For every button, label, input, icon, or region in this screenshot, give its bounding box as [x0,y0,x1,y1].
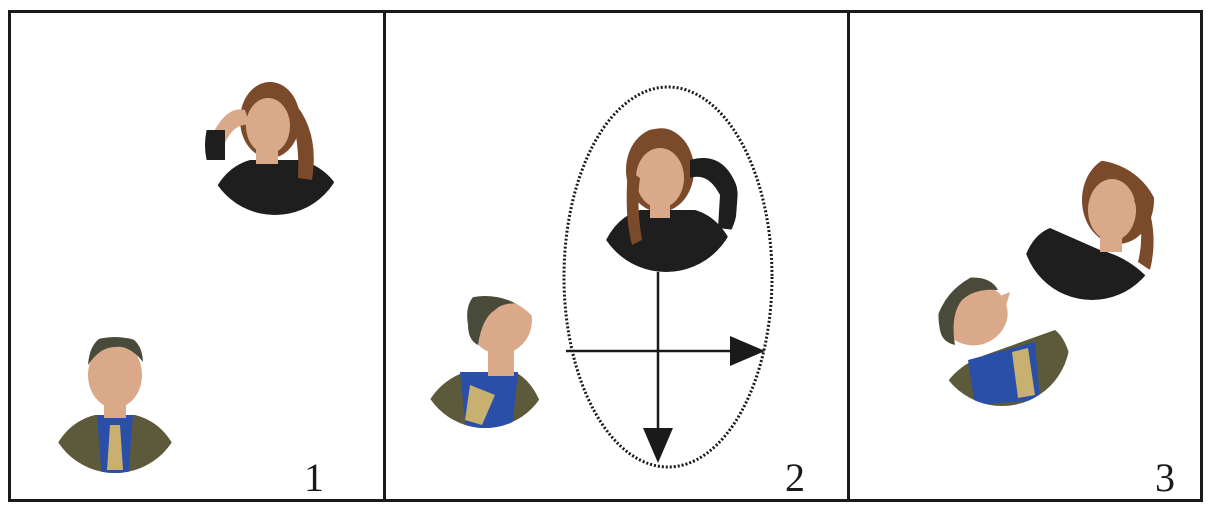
man-portrait-panel-1 [45,333,185,480]
panel-2 [415,87,772,467]
panel-number-3: 3 [1155,458,1175,498]
man-portrait-panel-2 [415,286,555,430]
panel-number-2: 2 [785,458,805,498]
woman-portrait-panel-1 [200,70,350,220]
panel-1 [45,70,350,480]
panel-number-1: 1 [304,458,324,498]
man-portrait-panel-3 [930,268,1075,408]
woman-portrait-panel-2 [590,125,745,275]
panel-3 [930,155,1168,408]
